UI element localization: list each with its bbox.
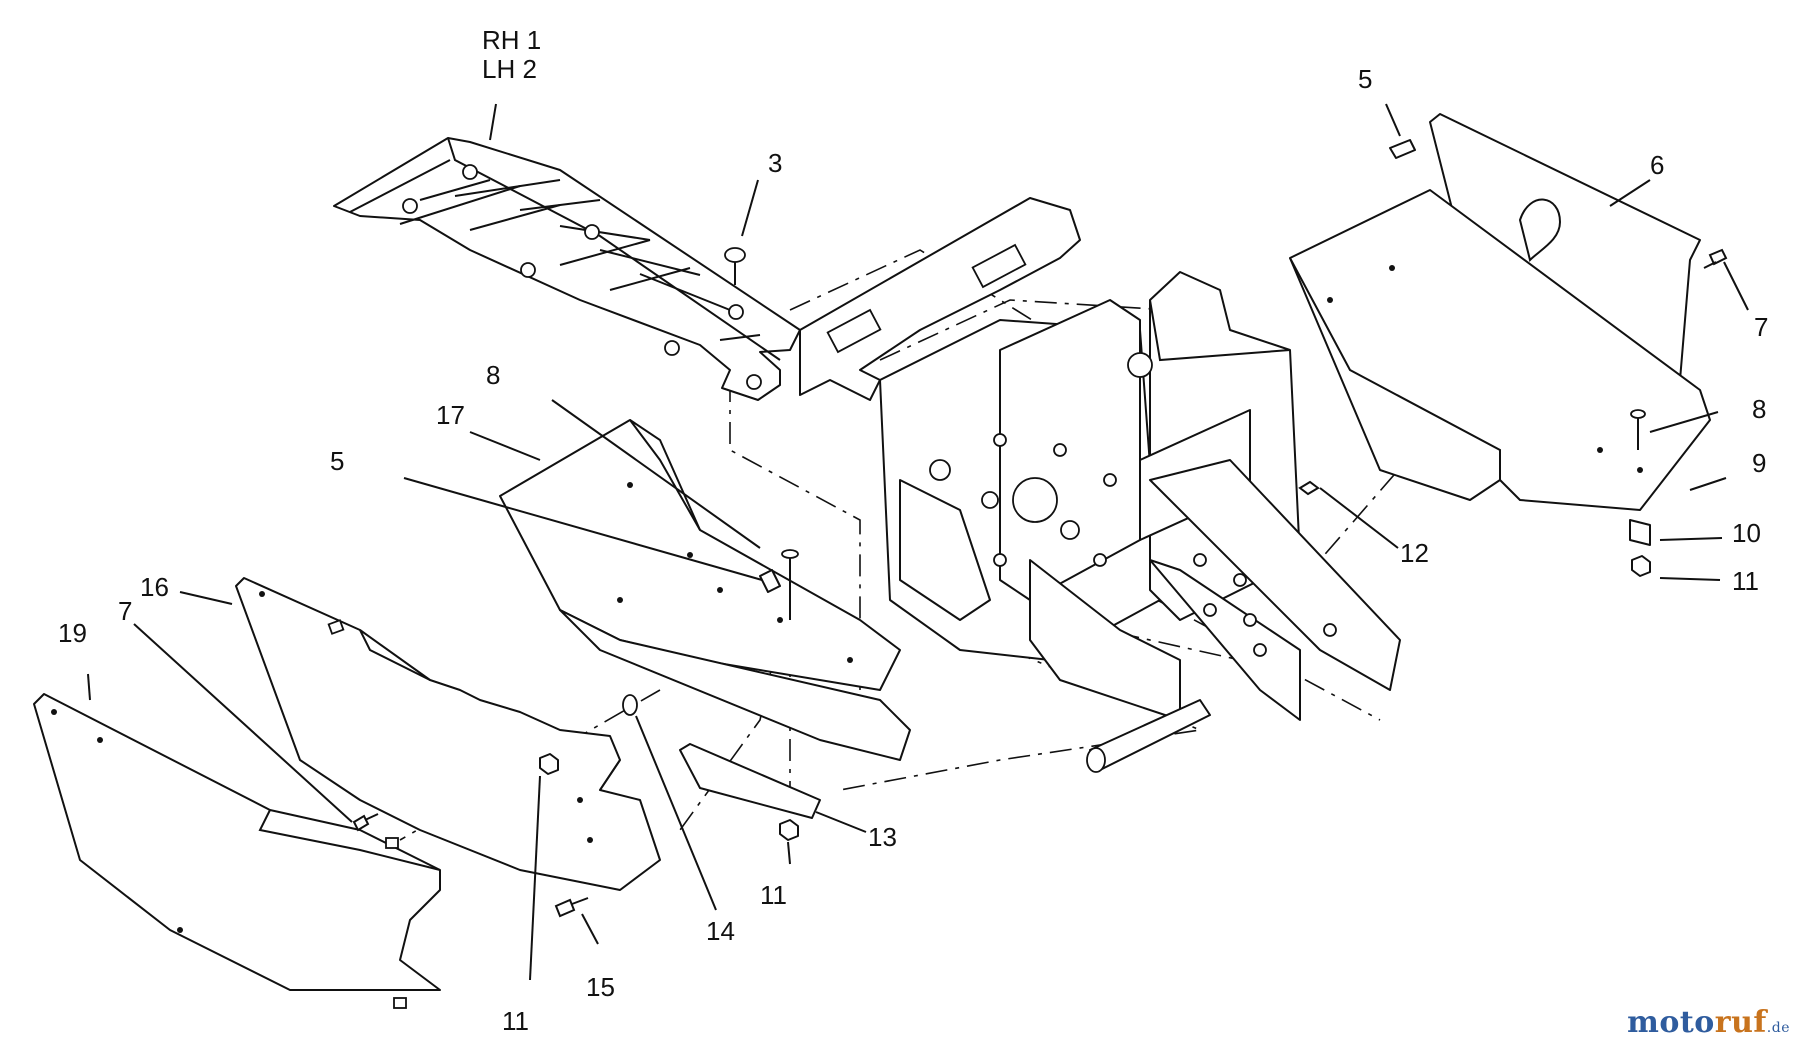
front-panel-part-19 <box>33 693 441 1009</box>
callout-3: 3 <box>768 148 782 178</box>
left-hardware-parts <box>759 549 799 620</box>
callout-15: 15 <box>586 972 615 1002</box>
side-panel-part-9 <box>1289 189 1711 511</box>
callout-8-right: 8 <box>1752 394 1766 424</box>
callout-11-right: 11 <box>1732 566 1759 596</box>
callout-11-bottom: 11 <box>502 1006 529 1036</box>
lower-panel-part-16 <box>235 577 661 891</box>
callout-5-left: 5 <box>330 446 344 476</box>
callout-14: 14 <box>706 916 735 946</box>
callout-7-right: 7 <box>1754 312 1768 342</box>
callout-19: 19 <box>58 618 87 648</box>
bracket-part-13 <box>679 743 821 841</box>
callout-rh-1: RH 1 <box>482 25 541 55</box>
bolt-part-3 <box>724 247 746 285</box>
callout-lh-2: LH 2 <box>482 54 537 84</box>
clip-part-5-top <box>1389 139 1416 159</box>
watermark-logo: motoruf.de <box>1627 1005 1790 1040</box>
callout-10: 10 <box>1732 518 1761 548</box>
callout-5-top: 5 <box>1358 64 1372 94</box>
watermark-part-1: moto <box>1627 1005 1715 1040</box>
small-hardware-parts <box>352 694 638 918</box>
main-frame-part <box>799 197 1401 773</box>
callout-17: 17 <box>436 400 465 430</box>
right-hardware-parts <box>1298 248 1728 577</box>
support-panel-part-17 <box>499 419 911 761</box>
callout-9: 9 <box>1752 448 1766 478</box>
leader-lines <box>87 103 1749 981</box>
watermark-part-2: ruf <box>1714 1005 1767 1040</box>
callout-7-left: 7 <box>118 596 132 626</box>
callout-13: 13 <box>868 822 897 852</box>
callout-16: 16 <box>140 572 169 602</box>
callout-6: 6 <box>1650 150 1664 180</box>
callout-12: 12 <box>1400 538 1429 568</box>
callout-11-mid: 11 <box>760 880 787 910</box>
watermark-suffix: .de <box>1766 1020 1790 1036</box>
running-board-part <box>333 137 801 401</box>
callout-labels: RH 1 LH 2 3 5 6 7 8 9 10 11 12 8 17 5 16… <box>58 25 1768 1036</box>
callout-8-left: 8 <box>486 360 500 390</box>
